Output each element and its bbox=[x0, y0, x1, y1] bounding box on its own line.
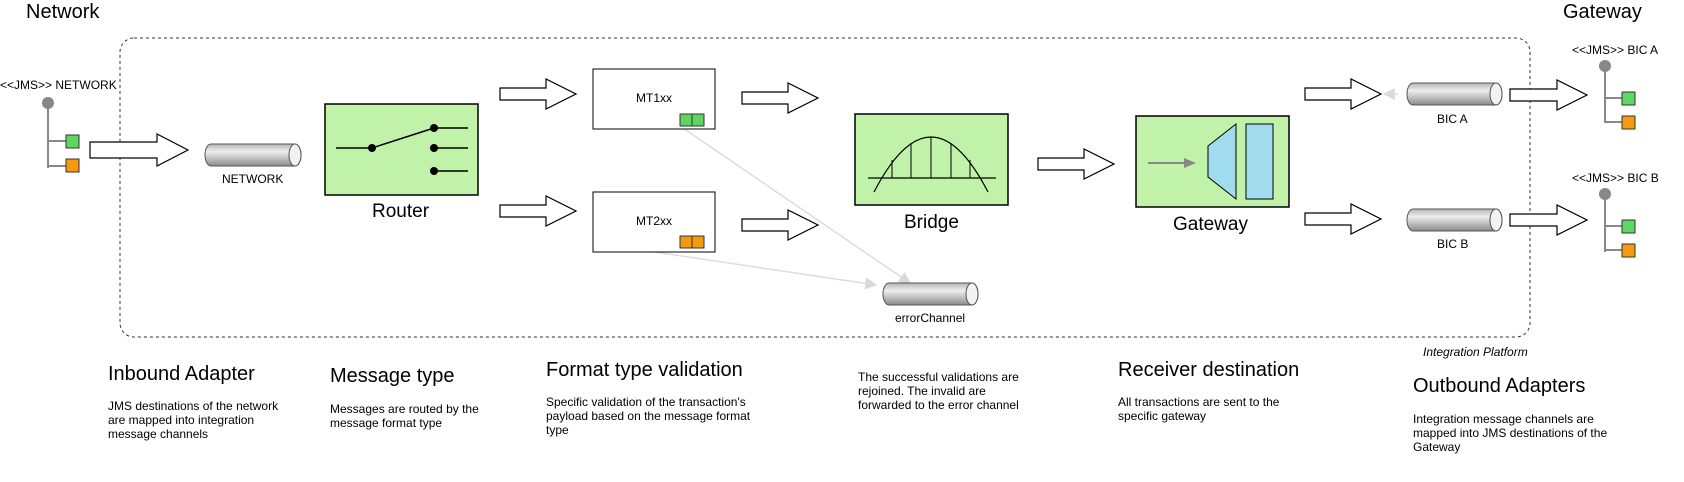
integration-platform-label: Integration Platform bbox=[1423, 345, 1528, 359]
channel-network-icon bbox=[204, 143, 302, 167]
jms-bic-b-endpoint-icon bbox=[1599, 188, 1636, 258]
error-flow-lines bbox=[654, 88, 1398, 290]
channel-bic-a-icon bbox=[1406, 82, 1503, 106]
router-icon bbox=[324, 103, 479, 196]
section-desc-format-validation: Specific validation of the transaction's… bbox=[546, 395, 751, 437]
section-title-receiver-destination: Receiver destination bbox=[1118, 359, 1300, 381]
arrow-router-to-mt2 bbox=[499, 195, 578, 227]
section-title-format-validation: Format type validation bbox=[546, 359, 743, 381]
section-title-inbound-adapter: Inbound Adapter bbox=[108, 363, 255, 385]
section-title-message-type: Message type bbox=[330, 365, 455, 387]
section-desc-receiver-destination: All transactions are sent to the specifi… bbox=[1118, 395, 1280, 423]
gateway-icon bbox=[1135, 115, 1290, 208]
arrow-bic-a-to-jms bbox=[1509, 79, 1589, 111]
flow-arrows bbox=[89, 78, 1589, 241]
section-desc-message-type: Messages are routed by the message forma… bbox=[330, 402, 479, 430]
channel-network-label: NETWORK bbox=[222, 172, 284, 186]
channel-error-icon bbox=[882, 282, 979, 306]
arrow-gateway-to-bic-a bbox=[1304, 78, 1383, 110]
channel-bic-b-icon bbox=[1406, 208, 1503, 232]
section-desc-rejoin: The successful validations are rejoined.… bbox=[858, 370, 1019, 412]
mt2xx-label: MT2xx bbox=[636, 214, 672, 228]
jms-bic-b-label: <<JMS>> BIC B bbox=[1572, 171, 1659, 185]
jms-network-label: <<JMS>> NETWORK bbox=[0, 78, 117, 92]
bridge-label: Bridge bbox=[904, 212, 959, 233]
mt2xx-validator-box bbox=[592, 191, 716, 253]
arrow-mt2-to-bridge bbox=[741, 209, 820, 241]
jms-network-endpoint-icon bbox=[42, 97, 80, 173]
arrow-router-to-mt1 bbox=[499, 78, 578, 110]
gateway-label: Gateway bbox=[1173, 214, 1248, 235]
section-desc-inbound-adapter: JMS destinations of the network are mapp… bbox=[108, 399, 279, 441]
router-label: Router bbox=[372, 201, 430, 222]
bridge-icon bbox=[854, 113, 1009, 206]
channel-error-label: errorChannel bbox=[895, 311, 966, 325]
channel-bic-b-label: BIC B bbox=[1437, 237, 1469, 251]
mt1xx-label: MT1xx bbox=[636, 91, 672, 105]
arrow-jms-to-network bbox=[89, 133, 190, 167]
arrow-bic-b-to-jms bbox=[1509, 204, 1589, 236]
integration-platform-boundary bbox=[119, 37, 1531, 338]
section-desc-outbound-adapters: Integration message channels are mapped … bbox=[1413, 412, 1608, 454]
mt1xx-validator-box bbox=[592, 68, 716, 130]
arrow-bridge-to-gateway bbox=[1037, 148, 1116, 180]
arrow-mt1-to-bridge bbox=[741, 82, 820, 114]
channel-bic-a-label: BIC A bbox=[1437, 112, 1468, 126]
section-title-outbound-adapters: Outbound Adapters bbox=[1413, 375, 1586, 397]
network-header: Network bbox=[26, 1, 100, 23]
jms-bic-a-label: <<JMS>> BIC A bbox=[1572, 43, 1659, 57]
gateway-header: Gateway bbox=[1563, 1, 1642, 23]
arrow-gateway-to-bic-b bbox=[1304, 203, 1383, 235]
jms-bic-a-endpoint-icon bbox=[1599, 60, 1636, 130]
